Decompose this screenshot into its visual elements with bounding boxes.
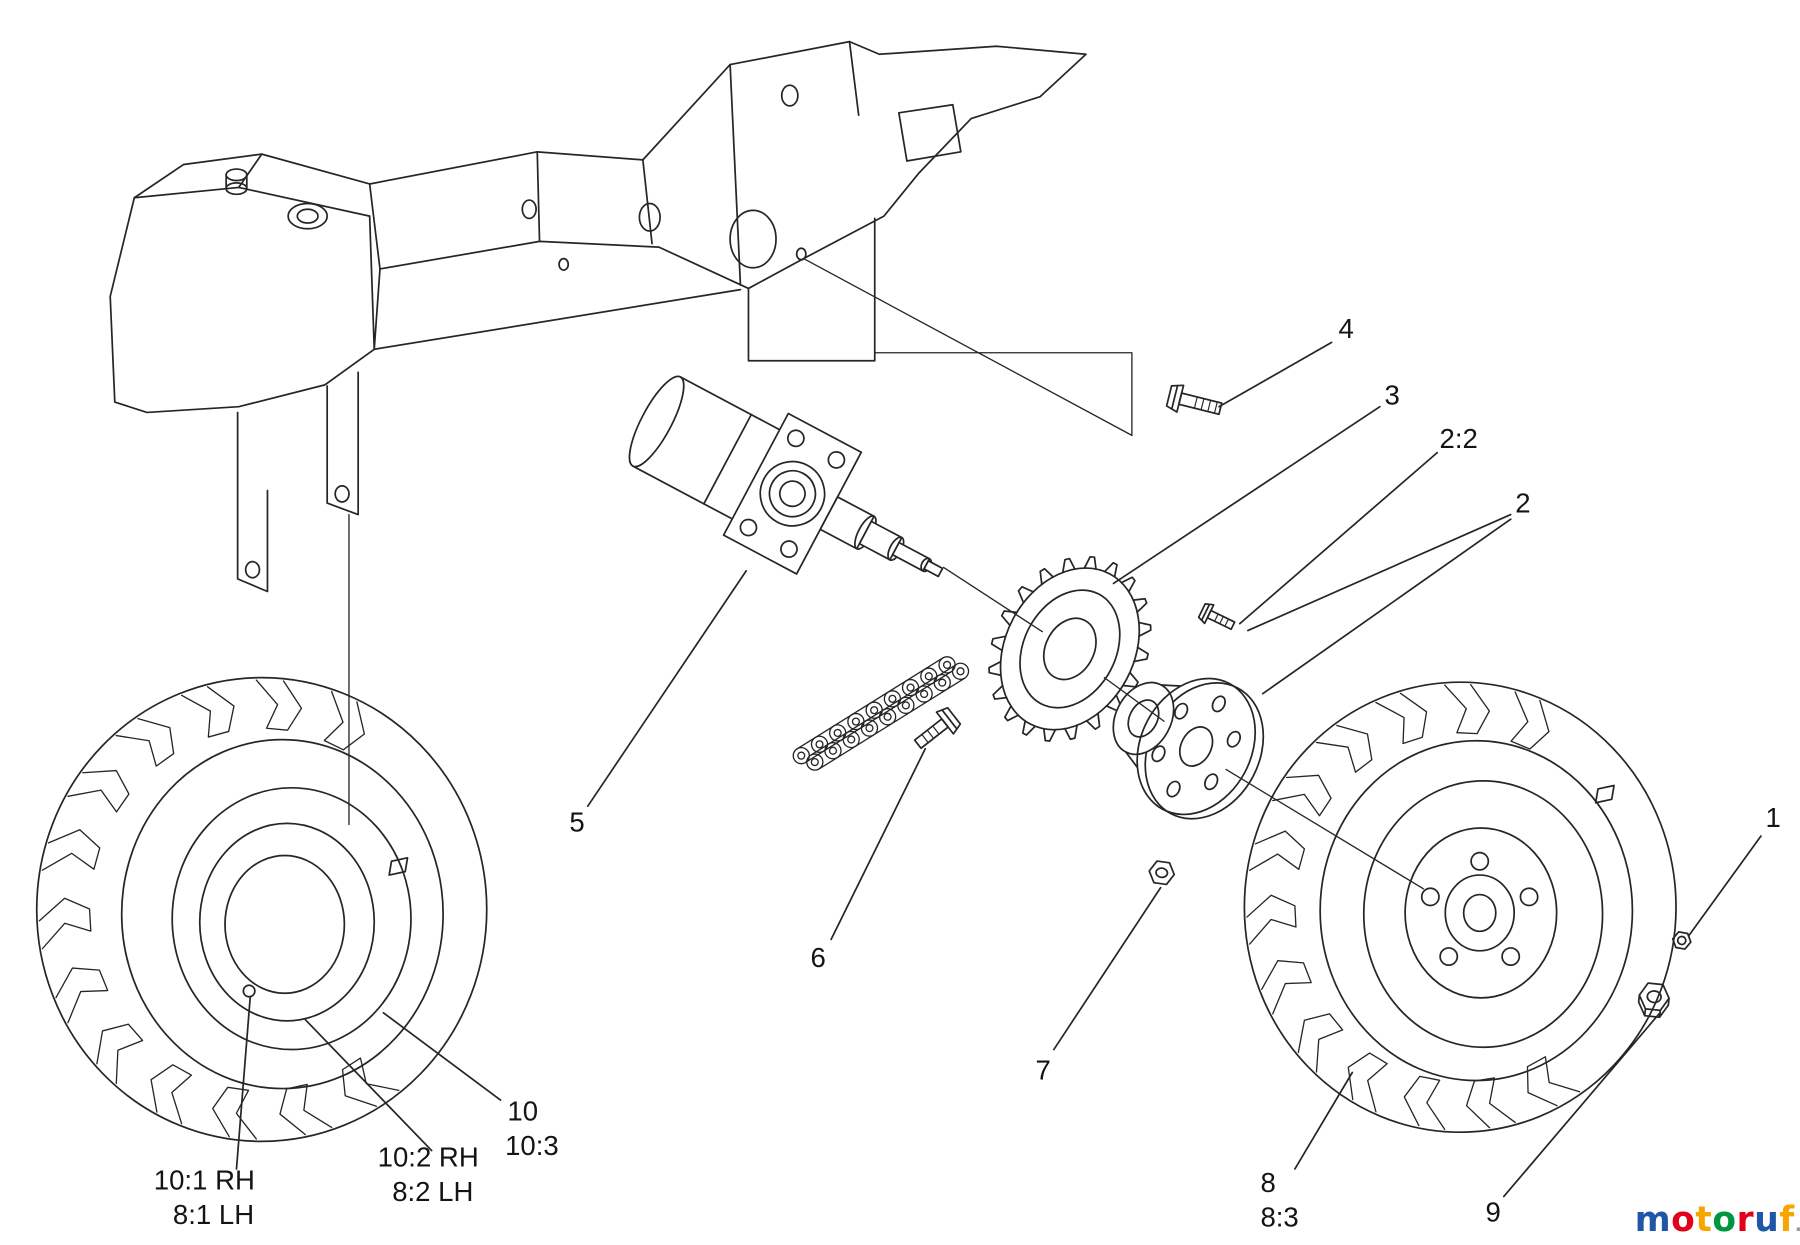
right-tire-tread (1246, 684, 1581, 1130)
callout-4: 4 (1339, 313, 1354, 344)
callout-5: 5 (569, 806, 584, 837)
left-rim (171, 786, 412, 1051)
callout-8-2-lh: 8:2 LH (392, 1176, 473, 1207)
right-hub-face (1444, 874, 1516, 952)
left-wheel (35, 676, 488, 1143)
hub-flange (1136, 677, 1257, 816)
setscrew-2-2 (1197, 603, 1236, 631)
callout-1: 1 (1766, 802, 1781, 833)
callout-7: 7 (1035, 1054, 1050, 1085)
right-tire (1243, 681, 1677, 1134)
callout-2: 2 (1515, 487, 1530, 518)
nut-1 (1671, 931, 1692, 950)
right-wheel (1243, 681, 1677, 1134)
callout-9: 9 (1485, 1197, 1500, 1228)
callout-2-2: 2:2 (1440, 423, 1478, 454)
callout-10-3: 10:3 (505, 1130, 559, 1161)
callout-3: 3 (1384, 379, 1399, 410)
sprocket-teeth (988, 555, 1152, 742)
filler-cap (287, 202, 329, 230)
hydraulic-motor (628, 375, 944, 578)
motor-flange (722, 412, 863, 575)
filler-neck (225, 168, 248, 182)
chassis-frame (109, 40, 1087, 593)
callout-labels: 4 3 2:2 2 5 6 7 1 9 8 8:3 10 10:3 10:2 R… (154, 313, 1781, 1233)
callout-10-2-rh: 10:2 RH (378, 1142, 479, 1173)
nut-7 (1148, 860, 1176, 886)
bolt-4 (1165, 384, 1223, 416)
wheel-hub (1112, 677, 1265, 820)
watermark-logo: motoruf.de (1635, 1200, 1800, 1240)
callout-6: 6 (810, 942, 825, 973)
callout-10-1-rh: 10:1 RH (154, 1165, 255, 1196)
frame-bracket (236, 411, 269, 593)
left-tire (35, 676, 488, 1143)
callout-10: 10 (507, 1096, 538, 1127)
sprocket (988, 555, 1152, 742)
valve-stem-hole (242, 984, 256, 998)
callout-8-1-lh: 8:1 LH (173, 1199, 254, 1230)
construction-lines (348, 257, 1425, 890)
bolt-6 (913, 706, 962, 750)
callout-8-3: 8:3 (1260, 1201, 1298, 1232)
right-rim (1362, 780, 1604, 1049)
watermark-tld: .de (1795, 1215, 1800, 1236)
left-tire-tread (38, 679, 400, 1140)
drive-chain (792, 656, 970, 771)
callout-8: 8 (1260, 1167, 1275, 1198)
callout-lines (235, 341, 1762, 1198)
